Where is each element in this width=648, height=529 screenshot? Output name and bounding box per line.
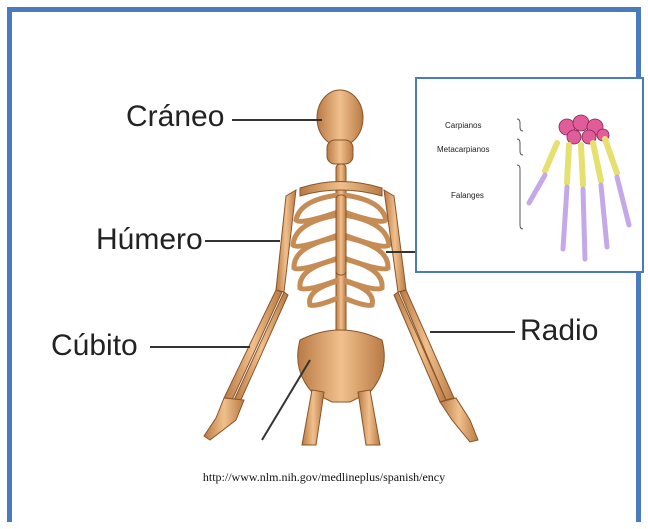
leader-line-pelvis bbox=[262, 360, 310, 440]
label-radio: Radio bbox=[520, 316, 598, 346]
skull-shape bbox=[317, 90, 363, 146]
hand-illustration bbox=[417, 79, 646, 275]
hand-inset: Carpianos Metacarpianos Falanges bbox=[415, 77, 644, 273]
label-humero: Húmero bbox=[96, 225, 203, 255]
label-craneo: Cráneo bbox=[126, 102, 224, 132]
pelvis-shape bbox=[298, 330, 385, 402]
forearm-left bbox=[224, 290, 282, 400]
source-url: http://www.nlm.nih.gov/medlineplus/spani… bbox=[0, 470, 648, 485]
label-cubito: Cúbito bbox=[51, 331, 138, 361]
forearm-right bbox=[400, 290, 454, 400]
